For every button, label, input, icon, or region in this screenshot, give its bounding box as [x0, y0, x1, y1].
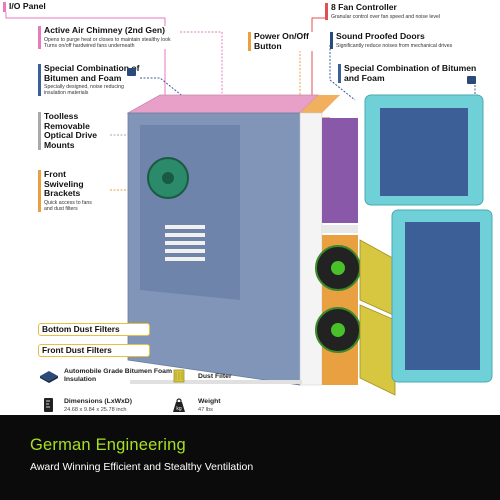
bottom-banner [0, 415, 500, 500]
legend-weight-label: Weight [198, 398, 221, 405]
banner-title: German Engineering [30, 436, 186, 454]
leader-air-chimney [180, 31, 223, 95]
weight-icon: kg [173, 398, 185, 412]
toolless-title: Toolless Removable Optical Drive Mounts [44, 111, 98, 150]
air-chimney-desc: Opens to purge heat or closes to maintai… [44, 36, 171, 49]
bitumen-right-title: Special Combination of Bitumen and Foam [344, 63, 477, 83]
bitumen-left-title: Special Combination of Bitumen and Foam [44, 63, 140, 83]
callout-air-chimney: Active Air Chimney (2nd Gen) Opens to pu… [38, 25, 178, 49]
callout-bottom-filters: Bottom Dust Filters [38, 323, 150, 336]
dust-filter-icon [173, 369, 185, 383]
callout-fan-controller: 8 Fan Controller Granular control over f… [325, 2, 497, 20]
swivel-bracket-bottom [359, 304, 396, 396]
bottom-filters-title: Bottom Dust Filters [42, 324, 120, 334]
case-front-white [299, 112, 323, 386]
case-top [126, 94, 319, 114]
callout-toolless: Toolless Removable Optical Drive Mounts [38, 111, 110, 151]
bitumen-left-desc: Specially designed, noise reducing insul… [44, 84, 124, 97]
air-chimney-title: Active Air Chimney (2nd Gen) [44, 25, 165, 35]
legend-dust-filter-label: Dust Filter [198, 373, 232, 380]
svg-text:kg: kg [176, 406, 182, 412]
bitumen-foam-icon [40, 371, 58, 383]
swivel-title: Front Swiveling Brackets [44, 169, 84, 199]
sound-doors-title: Sound Proofed Doors [336, 31, 425, 41]
callout-sound-doors: Sound Proofed Doors Significantly reduce… [330, 31, 498, 49]
legend-weight-value: 47 lbs [198, 407, 213, 413]
ruler-icon [44, 398, 53, 412]
power-button-title: Power On/Off Button [254, 31, 309, 51]
front-filters-title: Front Dust Filters [42, 345, 112, 355]
legend-bitumen-label: Automobile Grade Bitumen Foam Insulation [64, 368, 173, 383]
callout-power-button: Power On/Off Button [248, 31, 318, 52]
legend-dimensions-label: Dimensions (LxWxD) [64, 398, 132, 405]
banner-subtitle: Award Winning Efficient and Stealthy Ven… [30, 461, 254, 473]
document-icon [467, 76, 476, 84]
callout-front-filters: Front Dust Filters [38, 344, 150, 357]
callout-swivel: Front Swiveling Brackets Quick access to… [38, 169, 100, 212]
fan-controller-title: 8 Fan Controller [331, 2, 397, 12]
expansion-slots [165, 225, 205, 261]
io-panel-title: I/O Panel [9, 1, 46, 11]
callout-bitumen-right: Special Combination of Bitumen and Foam [338, 63, 478, 84]
callout-bitumen-left: Special Combination of Bitumen and Foam … [38, 63, 140, 97]
leader-io-panel [5, 12, 166, 95]
callout-io-panel: I/O Panel [3, 1, 113, 12]
swivel-desc: Quick access to fans and dust filters [44, 199, 92, 212]
fan-controller-desc: Granular control over fan speed and nois… [331, 13, 441, 20]
case-window [140, 125, 240, 300]
leader-sound-doors [329, 45, 356, 101]
case-top-front [300, 95, 340, 113]
document-icon [127, 68, 136, 76]
legend-dimensions-value: 24.68 x 9.84 x 25.78 inch [64, 407, 127, 413]
sound-doors-desc: Significantly reduce noises from mechani… [336, 42, 453, 49]
optical-bays [322, 118, 358, 223]
